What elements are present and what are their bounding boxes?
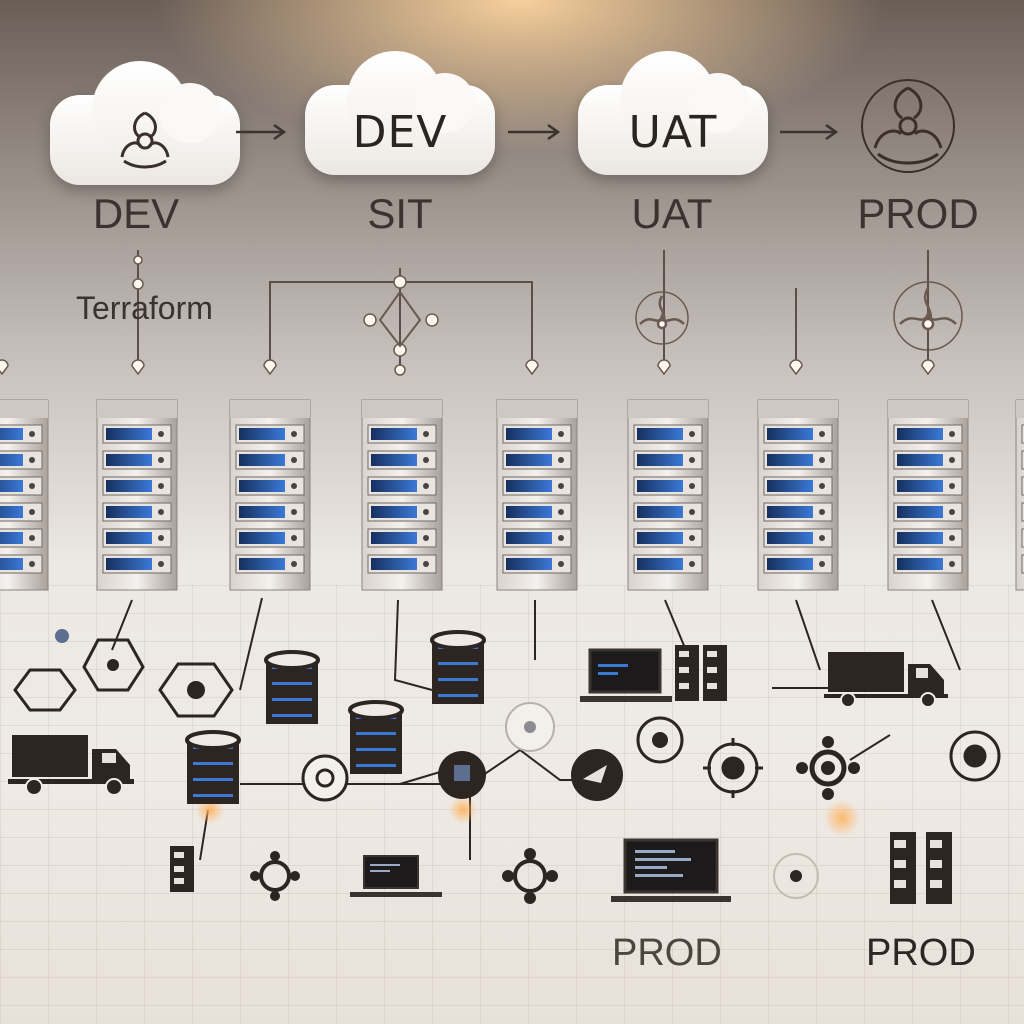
gear-icon bbox=[250, 851, 300, 901]
stage-label-dev: DEV bbox=[92, 190, 180, 237]
network-node-icon bbox=[505, 702, 555, 752]
truck-icon bbox=[8, 735, 134, 796]
arrow-uat-prod bbox=[780, 123, 839, 141]
database-icons bbox=[185, 630, 486, 804]
hexagon-icon bbox=[82, 638, 145, 692]
prod-biohazard-icon bbox=[861, 79, 955, 173]
cloud-sit: DEV bbox=[305, 51, 495, 175]
database-icon bbox=[348, 700, 404, 774]
monitor-icon bbox=[580, 648, 672, 702]
cloud-uat: UAT bbox=[578, 51, 768, 175]
bottom-label-prod-1: PROD bbox=[612, 932, 722, 974]
sit-hub-icon bbox=[378, 290, 422, 348]
gear-icon bbox=[502, 848, 558, 904]
cloud-uat-text: UAT bbox=[628, 107, 718, 158]
server-rack-icon bbox=[229, 399, 311, 591]
server-rack-icon bbox=[496, 399, 578, 591]
server-rack-icon bbox=[627, 399, 709, 591]
cloud-sit-text: DEV bbox=[352, 107, 448, 158]
bottom-label-prod-2: PROD bbox=[866, 932, 976, 974]
network-node-icon bbox=[438, 751, 486, 799]
arrow-sit-uat bbox=[508, 123, 561, 141]
hexagon-icon bbox=[13, 668, 77, 712]
hexagon-icons bbox=[13, 638, 234, 718]
gear-icon bbox=[949, 730, 1001, 782]
mini-rack-icon bbox=[675, 645, 727, 701]
connectors bbox=[137, 250, 929, 372]
connector-nodes bbox=[0, 255, 935, 376]
stage-label-prod: PROD bbox=[857, 190, 979, 237]
server-rack-icon bbox=[757, 399, 839, 591]
biohazard-icon bbox=[120, 111, 170, 169]
network-node-icon bbox=[636, 716, 684, 764]
mini-rack-icon bbox=[170, 846, 194, 892]
database-icon bbox=[185, 730, 241, 804]
stage-label-sit: SIT bbox=[367, 190, 433, 237]
terraform-label: Terraform bbox=[76, 290, 213, 326]
server-rack-icon bbox=[0, 399, 49, 591]
network-node-icon bbox=[301, 754, 349, 802]
server-rack-icon bbox=[1015, 399, 1024, 591]
network-node-icon bbox=[571, 749, 623, 801]
uat-emblem-icon bbox=[635, 291, 689, 345]
gear-icon bbox=[796, 736, 860, 800]
server-rack-icon bbox=[361, 399, 443, 591]
server-rack-icon bbox=[887, 399, 969, 591]
network-node-icon bbox=[773, 853, 819, 899]
hexagon-icon bbox=[158, 662, 234, 718]
stage-label-uat: UAT bbox=[631, 190, 713, 237]
glow-points bbox=[196, 796, 860, 836]
gear-icon bbox=[703, 738, 763, 798]
truck-icon bbox=[824, 652, 948, 708]
server-rack-icon bbox=[96, 399, 178, 591]
database-icon bbox=[264, 650, 320, 724]
server-racks bbox=[0, 399, 1024, 591]
database-icon bbox=[430, 630, 486, 704]
prod-emblem-icon bbox=[893, 281, 963, 351]
monitor-icon bbox=[611, 838, 731, 902]
arrow-dev-sit bbox=[236, 123, 287, 141]
mini-rack-icon bbox=[890, 832, 952, 904]
cloud-dev bbox=[50, 61, 240, 185]
monitor-icon bbox=[350, 855, 442, 897]
